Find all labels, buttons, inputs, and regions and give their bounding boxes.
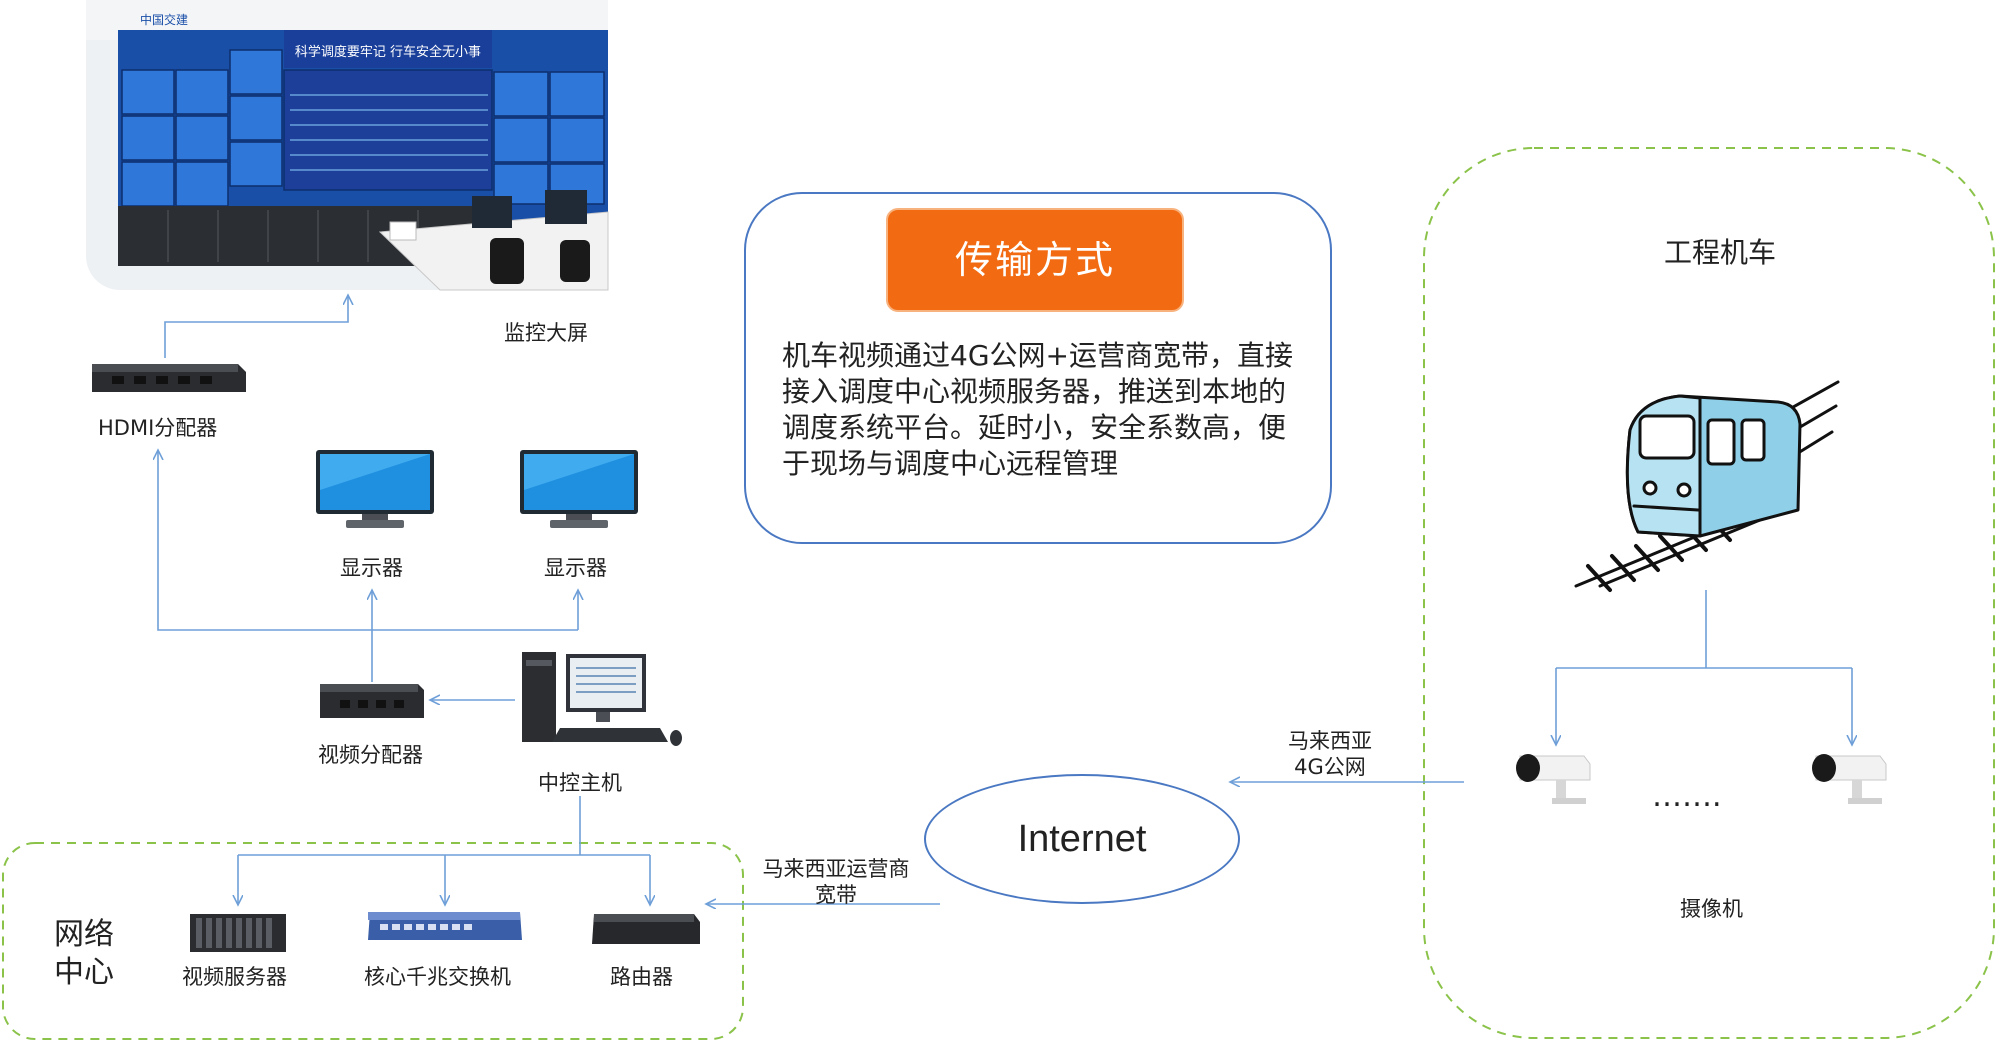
label-video-server: 视频服务器 <box>182 965 287 989</box>
video-wall-photo: 科学调度要牢记 行车安全无小事 中国交建 <box>86 0 609 291</box>
hdmi-splitter-device <box>92 364 246 392</box>
label-core-switch: 核心千兆交换机 <box>364 965 511 989</box>
wall-logo: 中国交建 <box>140 12 188 27</box>
network-switch-device <box>368 912 522 940</box>
label-monitor-2: 显示器 <box>544 556 607 580</box>
label-4g: 马来西亚 4G公网 <box>1288 729 1372 779</box>
label-locomotive: 工程机车 <box>1664 236 1777 269</box>
locomotive-zone <box>1423 147 1995 1039</box>
camera-ellipsis: ……. <box>1652 779 1722 814</box>
monitor-2-graphic <box>520 450 638 528</box>
link-hdmi-to-wall <box>164 295 348 358</box>
label-camera: 摄像机 <box>1680 897 1743 921</box>
network-center-zone <box>2 842 744 1040</box>
camera-icon-1 <box>1516 754 1591 804</box>
transmission-description: 机车视频通过4G公网+运营商宽带，直接接入调度中心视频服务器，推送到本地的调度系… <box>782 339 1293 480</box>
label-monitor-1: 显示器 <box>340 556 403 580</box>
router-device <box>592 914 700 944</box>
label-video-wall: 监控大屏 <box>504 321 588 345</box>
monitor-1-graphic <box>316 450 434 528</box>
camera-icon-2 <box>1812 754 1887 804</box>
desktop-pc-graphic <box>522 652 682 746</box>
link-to-hdmi <box>158 450 372 631</box>
label-network-center: 网络 中心 <box>54 917 114 990</box>
train-icon <box>1574 380 1840 592</box>
label-control-host: 中控主机 <box>538 771 622 795</box>
label-video-splitter: 视频分配器 <box>318 743 423 767</box>
label-router: 路由器 <box>610 965 673 989</box>
video-server-rack <box>190 914 286 952</box>
internet-cloud: Internet <box>924 774 1240 904</box>
wall-banner: 科学调度要牢记 行车安全无小事 <box>295 44 481 60</box>
video-splitter-device <box>320 684 424 718</box>
label-broadband: 马来西亚运营商 宽带 <box>762 857 910 907</box>
transmission-title: 传输方式 <box>886 208 1184 312</box>
label-hdmi-splitter: HDMI分配器 <box>98 416 218 440</box>
